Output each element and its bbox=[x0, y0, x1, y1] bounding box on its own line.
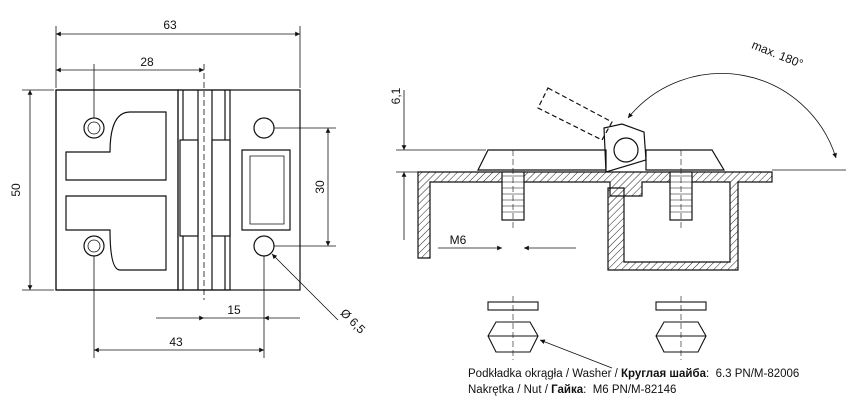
dim-thread: M6 bbox=[450, 233, 467, 247]
dim-rotation: max. 180° bbox=[750, 38, 806, 71]
leaf-rotated-phantom bbox=[537, 87, 613, 141]
dim-hole-offset: 15 bbox=[227, 303, 241, 317]
hole-bottom-left bbox=[83, 235, 105, 257]
mounting-profile bbox=[417, 171, 773, 271]
hole-top-left bbox=[83, 117, 105, 139]
front-view bbox=[55, 64, 301, 300]
left-leaf bbox=[55, 89, 179, 291]
hole-bottom-right bbox=[253, 235, 275, 257]
dim-hole-diameter: Ø 6,5 bbox=[337, 306, 368, 337]
fastener-left bbox=[487, 296, 539, 360]
side-view bbox=[417, 87, 773, 271]
dim-overall-height: 50 bbox=[9, 183, 23, 197]
hinge-knuckle bbox=[177, 89, 231, 291]
front-view-dimensions bbox=[22, 26, 339, 358]
hinge-leaf-right bbox=[477, 149, 607, 171]
fastener-right bbox=[655, 296, 707, 360]
right-pocket bbox=[241, 149, 291, 231]
side-view-dimensions bbox=[396, 73, 846, 251]
dim-hole-spacing-vertical: 30 bbox=[313, 180, 327, 194]
knuckle-pin bbox=[613, 137, 639, 163]
dim-hole-spacing-right: 43 bbox=[169, 335, 183, 349]
dim-leaf-thickness: 6,1 bbox=[389, 87, 403, 104]
dim-hole-spacing-left: 28 bbox=[140, 55, 154, 69]
dim-overall-width: 63 bbox=[163, 18, 177, 32]
hinge-leaf-left bbox=[645, 149, 726, 171]
hole-top-right bbox=[253, 117, 275, 139]
washer-note: Podkładka okrągła / Washer / Круглая шай… bbox=[468, 368, 800, 380]
left-pocket-bottom bbox=[65, 195, 167, 271]
left-pocket-top bbox=[65, 111, 167, 181]
leader-arrow bbox=[539, 339, 613, 369]
nut-note: Nakrętka / Nut / Гайка: M6 PN/M-82146 bbox=[468, 384, 677, 396]
